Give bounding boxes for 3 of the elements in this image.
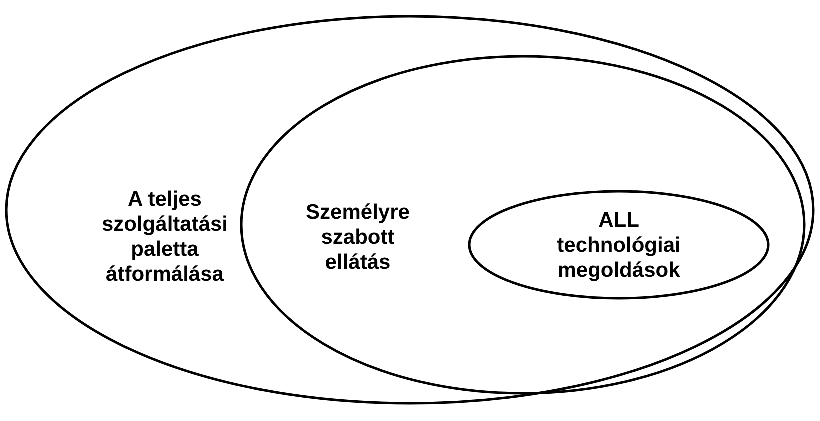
set-label: ALL technológiai megoldások bbox=[556, 208, 682, 283]
set-label: A teljes szolgáltatási paletta átformálása bbox=[100, 187, 230, 287]
set-label: Személyre szabott ellátás bbox=[305, 200, 411, 275]
